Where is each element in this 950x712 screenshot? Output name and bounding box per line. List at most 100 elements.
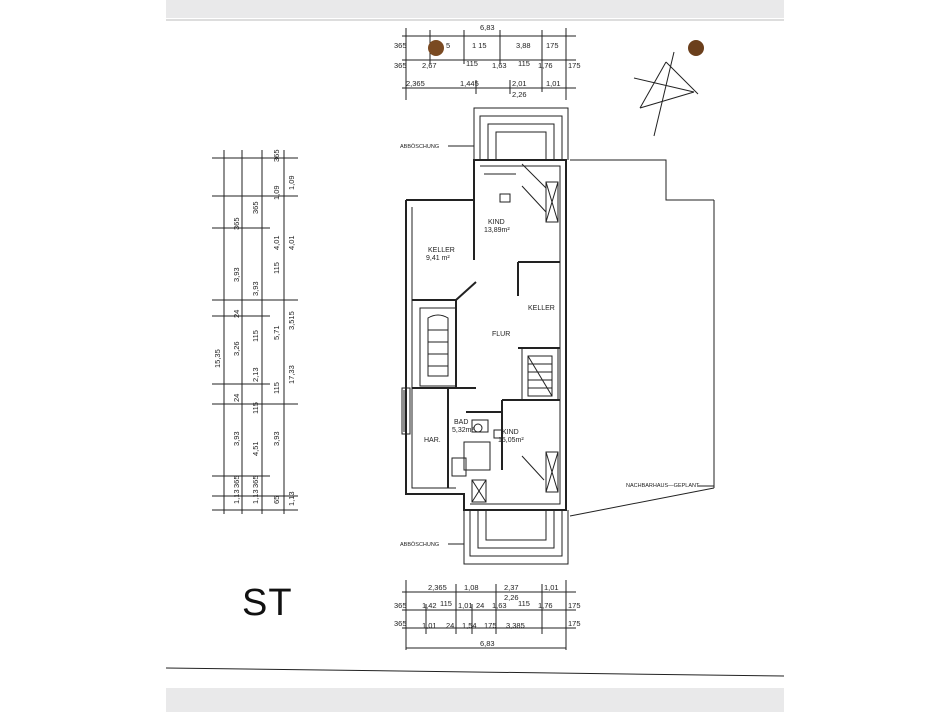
side-dim-c1-f: 24 xyxy=(232,310,241,318)
neighbour-house xyxy=(569,159,715,517)
side-dim-c1-d: 24 xyxy=(232,394,241,402)
side-dim-c1-e: 3,26 xyxy=(232,341,241,356)
side-dim-c2-h: 365 xyxy=(251,201,260,214)
top-dim-r2-e: 115 xyxy=(518,59,530,68)
bottom-dim-r2-e: 24 xyxy=(476,601,484,610)
bottom-dim-total: 6,83 xyxy=(480,639,495,648)
bottom-dim-r3-c: 24 xyxy=(446,621,454,630)
top-dim-r1-a: 365 xyxy=(394,41,407,50)
bottom-dim-r3-g: 175 xyxy=(568,619,581,628)
room-har: HAR. xyxy=(424,437,441,444)
side-dim-c2-a: 1,13 xyxy=(251,489,260,504)
stair-left xyxy=(419,307,457,387)
north-arrow xyxy=(633,51,699,137)
side-dim-c2-g: 3,93 xyxy=(251,281,260,296)
bottom-dimension-lines xyxy=(402,580,576,650)
side-dim-c2-b: 365 xyxy=(251,475,260,488)
room-kind-top-area: 13,89m² xyxy=(484,227,510,234)
cabinets xyxy=(471,163,559,503)
side-dim-c3-a: 1,09 xyxy=(272,185,281,200)
top-dim-r3-sub: 2,26 xyxy=(512,90,527,99)
side-dim-c4-e: 1,13 xyxy=(287,491,296,506)
side-dim-c3-e: 5,71 xyxy=(272,325,281,340)
side-dim-c1-b: 365 xyxy=(232,475,241,488)
side-dim-c1-g: 3,93 xyxy=(232,267,241,282)
top-dim-r3-c: 2,01 xyxy=(512,79,527,88)
room-keller-right: KELLER xyxy=(528,305,555,312)
bottom-dim-r3-d: 1,54 xyxy=(462,621,477,630)
bottom-dim-r2-c: 115 xyxy=(440,599,452,608)
terrace-bottom xyxy=(448,510,569,565)
top-dim-r2-a: 365 xyxy=(394,61,407,70)
top-dim-r1-e: 175 xyxy=(546,41,559,50)
room-kind-top: KIND xyxy=(488,219,505,226)
side-dim-c1-a: 1,13 xyxy=(232,489,241,504)
bath-fixtures xyxy=(451,419,491,477)
bottom-dim-r3-e: 175 xyxy=(484,621,497,630)
bottom-dim-r3-f: 3,385 xyxy=(506,621,525,630)
bottom-dim-r1-d: 1,01 xyxy=(544,583,559,592)
side-dim-c3-b: 365 xyxy=(272,149,281,162)
side-dim-c2-e: 2,13 xyxy=(251,367,260,382)
top-dim-r2-b: 2,67 xyxy=(422,61,437,70)
plan-sheet: KIND 13,89m² KELLER 9,41 m² KELLER FLUR … xyxy=(166,0,784,712)
side-dim-c2-d: 115 xyxy=(251,402,260,414)
top-dim-r3-a: 2,365 xyxy=(406,79,425,88)
bottom-dim-r2-a: 365 xyxy=(394,601,407,610)
st-stamp: ST xyxy=(242,582,293,624)
room-keller-left-area: 9,41 m² xyxy=(426,255,450,262)
building-walls xyxy=(405,159,567,511)
bottom-dim-r2-d: 1,01 xyxy=(458,601,473,610)
side-dim-c2-c: 4,51 xyxy=(251,441,260,456)
stair-right xyxy=(521,347,559,401)
top-dim-r2-g: 175 xyxy=(568,61,581,70)
side-dim-c3-c: 4,01 xyxy=(272,235,281,250)
chimneys xyxy=(484,173,516,439)
pin-hole-left xyxy=(428,40,444,56)
side-dim-c1-c: 3,93 xyxy=(232,431,241,446)
side-dim-c1-h: 365 xyxy=(232,217,241,230)
side-dim-c3-d: 115 xyxy=(272,262,281,274)
side-dim-c4-b: 4,01 xyxy=(287,235,296,250)
bottom-dim-r1-sub: 2,26 xyxy=(504,593,519,602)
top-dim-r2-d: 1,63 xyxy=(492,61,507,70)
bottom-dim-r3-a: 365 xyxy=(394,619,407,628)
side-dimension-lines xyxy=(212,150,298,514)
left-windows xyxy=(401,387,411,435)
bottom-dim-r2-b: 1,42 xyxy=(422,601,437,610)
bottom-dim-r1-c: 2,37 xyxy=(504,583,519,592)
annotation-neighbour-house: NACHBARHAUS—GEPLANT xyxy=(626,483,700,489)
top-dim-r1-d: 3,88 xyxy=(516,41,531,50)
annotation-boeschung-bottom: ABBÖSCHUNG xyxy=(400,541,439,548)
room-keller-left: KELLER xyxy=(428,247,455,254)
bottom-dim-r2-i: 175 xyxy=(568,601,581,610)
top-dim-r2-c: 115 xyxy=(466,59,478,68)
side-dim-c4-a: 1,09 xyxy=(287,175,296,190)
terrace-top xyxy=(448,107,569,160)
side-dim-c4-d: 17,33 xyxy=(287,365,296,384)
top-dim-total: 6,83 xyxy=(480,23,495,32)
room-bad: BAD xyxy=(454,419,468,426)
bottom-dim-r1-a: 2,365 xyxy=(428,583,447,592)
bottom-dim-r2-g: 115 xyxy=(518,599,530,608)
room-flur: FLUR xyxy=(492,331,510,338)
top-dim-r1-b: 5 xyxy=(446,41,450,50)
scan-border-bottom xyxy=(166,688,784,712)
top-dim-r3-b: 1,445 xyxy=(460,79,479,88)
sheet-fold-line xyxy=(166,667,784,677)
room-kind-bottom: KIND xyxy=(502,429,519,436)
room-kind-bottom-area: 15,05m² xyxy=(498,437,524,444)
top-dimension-lines xyxy=(402,28,576,100)
side-dim-overall: 15,35 xyxy=(213,349,222,368)
top-dim-r3-d: 1,01 xyxy=(546,79,561,88)
scan-border-top xyxy=(166,0,784,18)
annotation-boeschung-top: ABBÖSCHUNG xyxy=(400,143,439,150)
pin-hole-right xyxy=(688,40,704,56)
bottom-dim-r1-b: 1,08 xyxy=(464,583,479,592)
side-dim-c3-f: 115 xyxy=(272,382,281,394)
side-dim-c3-g: 3,93 xyxy=(272,431,281,446)
top-dim-r1-c: 1 15 xyxy=(472,41,487,50)
bottom-dim-r2-f: 1,63 xyxy=(492,601,507,610)
floor-plan-drawing: KIND 13,89m² KELLER 9,41 m² KELLER FLUR … xyxy=(166,19,784,677)
side-dim-c3-h: 65 xyxy=(272,496,281,504)
